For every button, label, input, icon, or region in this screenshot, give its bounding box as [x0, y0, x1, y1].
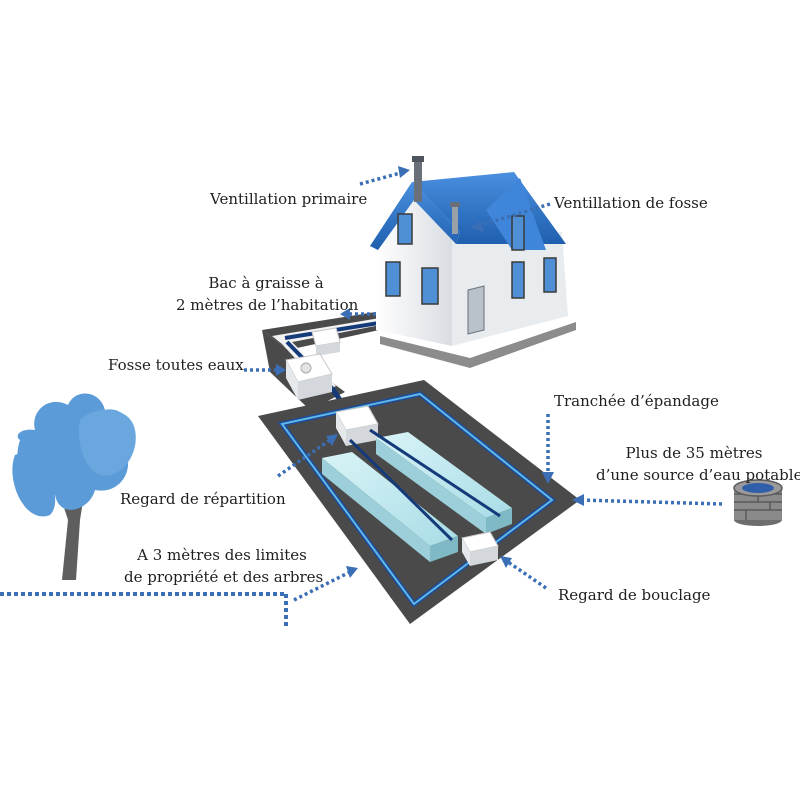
arrowhead-fosse-toutes-eaux	[276, 364, 286, 376]
arrowhead-source	[572, 494, 584, 506]
label-fosse-toutes-eaux: Fosse toutes eaux	[108, 356, 244, 374]
arrowhead-limites	[346, 566, 358, 578]
arrow-regard-bouclage	[507, 560, 547, 590]
arrowhead-ventilation-fosse	[470, 220, 484, 232]
label-ventilation-fosse: Ventillation de fosse	[554, 194, 708, 212]
label-source-eau: Plus de 35 mètres d’une source d’eau pot…	[596, 442, 800, 486]
arrow-regard-repartition	[277, 438, 331, 478]
arrow-limites	[293, 570, 351, 602]
arrow-ventilation-fosse	[477, 202, 551, 228]
label-limites-line1: A 3 mètres des limites	[137, 546, 307, 564]
trench-left	[322, 452, 458, 562]
distribution-box	[335, 405, 379, 446]
grease-trap-box	[311, 327, 341, 356]
arrow-ventilation-primaire	[359, 170, 405, 186]
arrowhead-bac-graisse	[340, 308, 350, 320]
label-source-line1: Plus de 35 mètres	[625, 444, 763, 462]
trench-pipes	[348, 428, 501, 542]
arrowhead-ventilation-primaire	[398, 166, 410, 178]
spreading-field	[258, 380, 580, 624]
label-bac-graisse: Bac à graisse à 2 mètres de l’habitation	[176, 272, 359, 316]
house-illustration	[370, 156, 576, 368]
arrow-source	[579, 498, 723, 506]
trench-right	[376, 432, 512, 534]
label-limites-propriete: A 3 mètres des limites de propriété et d…	[124, 544, 324, 588]
septic-tank	[285, 353, 333, 400]
arrowhead-regard-repartition	[326, 434, 338, 446]
arrowhead-tranchee	[542, 472, 554, 484]
tree-icon	[12, 393, 136, 580]
label-regard-bouclage: Regard de bouclage	[558, 586, 711, 604]
loop-box	[461, 531, 499, 566]
label-source-line2: d’une source d’eau potable	[596, 466, 800, 484]
property-boundary-line	[0, 592, 288, 626]
well-icon	[733, 479, 783, 526]
label-ventilation-primaire: Ventillation primaire	[210, 190, 368, 208]
label-regard-repartition: Regard de répartition	[120, 490, 286, 508]
label-bac-graisse-line2: 2 mètres de l’habitation	[176, 296, 359, 314]
label-limites-line2: de propriété et des arbres	[124, 568, 324, 586]
arrowhead-regard-bouclage	[500, 556, 512, 568]
label-tranchee-epandage: Tranchée d’épandage	[554, 392, 719, 410]
label-bac-graisse-line1: Bac à graisse à	[208, 274, 324, 292]
